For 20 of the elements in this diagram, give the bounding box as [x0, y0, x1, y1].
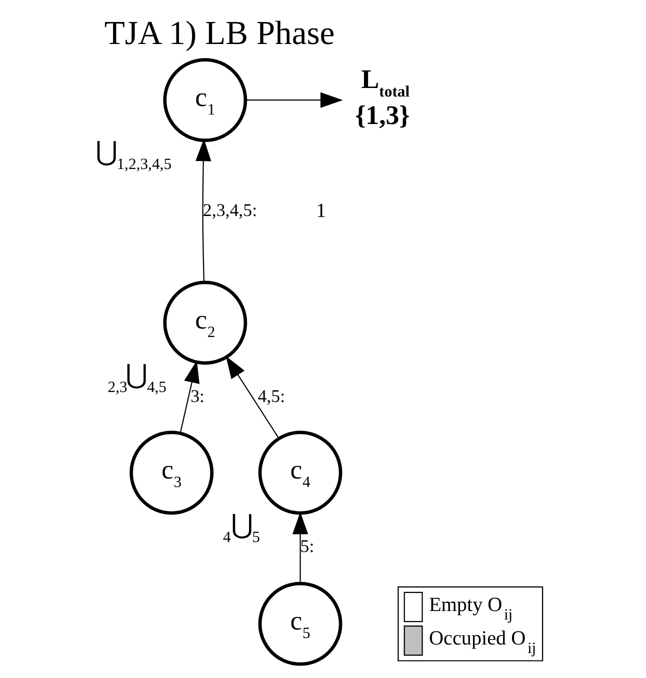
label: 1 [315, 200, 326, 222]
arrow [195, 138, 211, 282]
arrow [292, 512, 308, 584]
node-circle: c$_{5}$ [258, 582, 342, 666]
edge-label: 4,5: [257, 386, 285, 406]
node-circle: c$_{3}$ [129, 430, 214, 515]
node-text: L$_{total}$ {1,3} [354, 64, 410, 130]
arrow [225, 356, 279, 439]
node-circle: c$_{4}$ [258, 430, 342, 515]
edge-label: 5: [300, 536, 314, 556]
arrow [244, 92, 342, 108]
legend-label: Occupied O$_{ij}$ [428, 627, 536, 657]
arrow [179, 360, 200, 434]
edge-label: 2,3,4,5: [202, 200, 257, 220]
diagram-title: TJA 1) LB Phase [104, 15, 334, 52]
node-circle: c$_{1}$ [162, 58, 247, 142]
node-circle: c$_{2}$ [162, 280, 247, 365]
legend-label: Empty O$_{ij}$ [428, 594, 512, 624]
node-label: $_{4}$⋃$_{5}$ [222, 509, 260, 546]
edge-label: 3: [190, 386, 204, 406]
